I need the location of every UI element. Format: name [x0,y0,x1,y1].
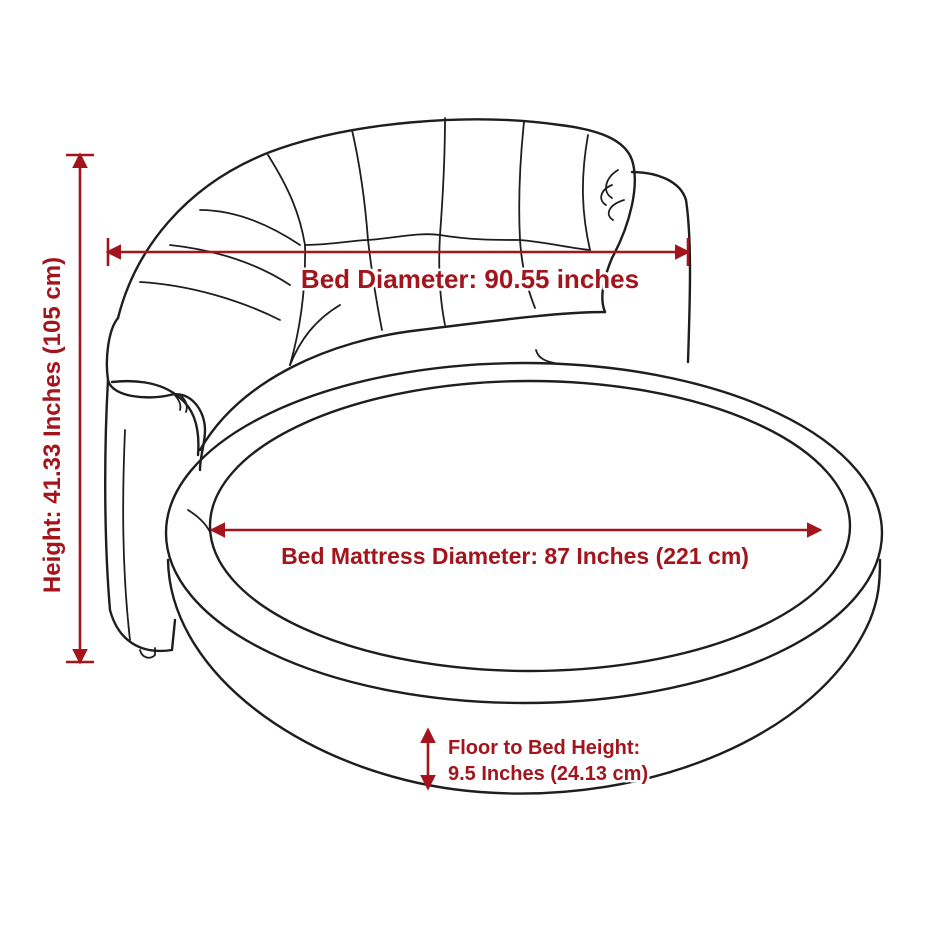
floor-to-bed-label-line2: 9.5 Inches (24.13 cm) [448,763,648,785]
floor-to-bed-label-line1: Floor to Bed Height: [448,737,640,759]
headboard-inner-edge [198,310,607,452]
headboard-top-edge [116,118,634,320]
mattress-top [208,379,852,673]
dimension-labels: Bed Diameter: 90.55 inches Bed Mattress … [37,254,752,787]
mattress-diameter-label: Bed Mattress Diameter: 87 Inches (221 cm… [281,543,749,569]
round-bed-drawing [104,117,884,795]
armrest-wrinkles [171,391,188,413]
armrest-front-inner [122,429,131,641]
bed-diameter-label: Bed Diameter: 90.55 inches [301,264,639,294]
base-outer-top [164,361,884,705]
bed-foot [139,647,156,659]
mattress-seam [535,349,561,365]
right-back-panel [630,170,692,364]
height-label: Height: 41.33 Inches (105 cm) [39,257,66,593]
armrest-inner-curve [110,379,200,457]
armrest-front-face [104,378,177,653]
base-side-bottom [166,558,882,795]
mattress-left-seam [187,509,211,533]
left-armrest [105,316,207,472]
right-cushion-wrinkles [600,169,625,221]
dimension-markers [66,152,823,791]
